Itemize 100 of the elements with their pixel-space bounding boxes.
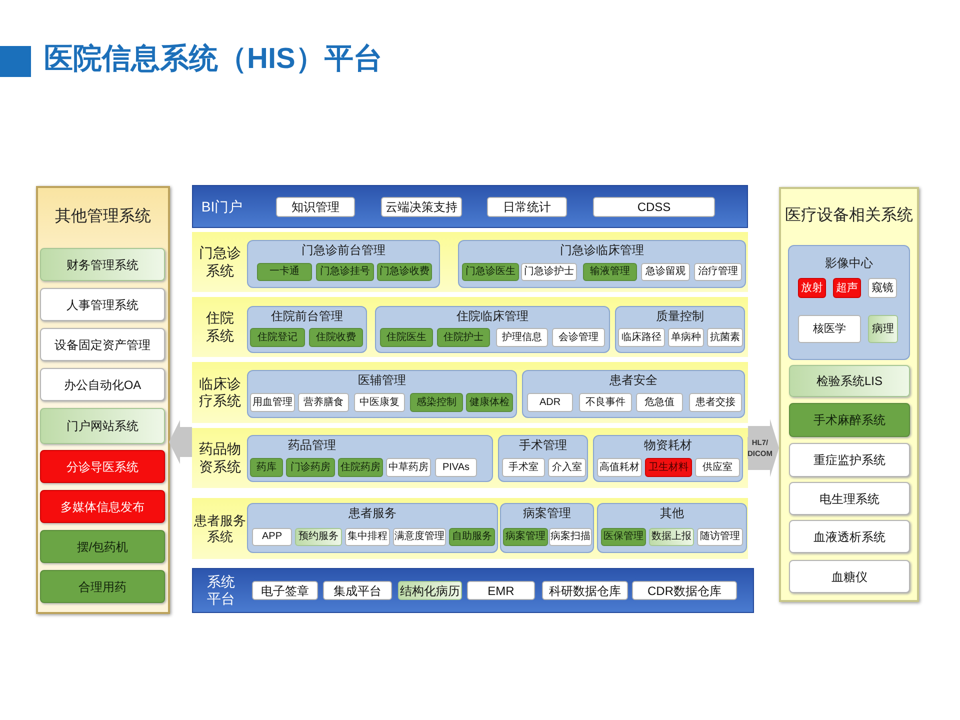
system-box: 血液透析系统 [789,520,910,553]
module-box: 核医学 [798,315,861,343]
group-title: 医辅管理 [358,373,406,388]
layer-band [192,232,748,292]
group-title: 住院前台管理 [271,309,343,324]
module-box: 一卡通 [257,263,312,281]
module-box: 门急诊医生 [462,263,519,281]
group-title: 病案管理 [523,506,571,521]
module-box: ADR [527,393,573,412]
module-box: 自助服务 [449,528,495,546]
module-box: 手术室 [502,458,545,477]
system-box: 血糖仪 [789,560,910,593]
module-box: 病案扫描 [549,528,592,546]
system-box: 办公自动化OA [40,368,165,401]
layer-label: 患者服务系统 [193,512,247,545]
group-title: 物资耗材 [644,438,692,453]
module-box: 知识管理 [276,197,355,217]
group-title: 住院临床管理 [456,309,528,324]
layer-band [192,362,748,423]
module-box: 用血管理 [250,393,295,412]
module-box: 病理 [868,315,898,343]
system-box: 人事管理系统 [40,288,165,321]
module-box: 电子签章 [252,581,318,600]
module-box: 满意度管理 [393,528,446,546]
module-box: 感染控制 [410,393,463,412]
system-box: 财务管理系统 [40,248,165,281]
system-box: 电生理系统 [789,482,910,515]
module-box: 急诊留观 [641,263,690,281]
module-box: 门急诊收费 [377,263,432,281]
side-panel [779,187,919,602]
layer-band [192,498,748,559]
module-box: 抗菌素 [707,328,743,347]
module-box: PIVAs [435,458,477,477]
module-box: 随访管理 [697,528,743,546]
system-box: 分诊导医系统 [40,450,165,483]
module-box: 治疗管理 [694,263,742,281]
module-box: EMR [467,581,535,600]
system-box: 多媒体信息发布 [40,490,165,523]
module-box: 住院护士 [437,328,490,347]
block-arrow [748,419,779,477]
layer-label: 系统平台 [206,573,236,608]
system-box: 摆/包药机 [40,530,165,563]
module-group [615,306,745,353]
system-box: 重症监护系统 [789,443,910,477]
module-box: 临床路径 [618,328,665,347]
group-title: 门急诊前台管理 [302,243,386,258]
module-box: 营养膳食 [298,393,349,412]
module-box: 护理信息 [496,328,548,347]
module-box: 住院收费 [309,328,363,347]
system-box: 手术麻醉系统 [789,403,910,437]
module-group [247,240,440,288]
group-title: 门急诊临床管理 [560,243,644,258]
system-box: 设备固定资产管理 [40,328,165,361]
block-arrow [169,420,192,464]
module-group [500,503,594,553]
module-group [247,306,367,353]
group-title: 手术管理 [519,438,567,453]
module-box: 病案管理 [503,528,548,546]
module-box: 危急值 [636,393,683,412]
module-box: 门急诊挂号 [316,263,374,281]
module-box: 集中排程 [345,528,390,546]
group-title: 患者服务 [348,506,396,521]
module-box: 供应室 [695,458,740,477]
module-box: 中草药房 [386,458,431,477]
module-box: 预约服务 [295,528,342,546]
module-group [458,240,746,288]
module-box: 集成平台 [323,581,392,600]
module-box: CDR数据仓库 [632,581,737,600]
group-title: 影像中心 [825,256,873,271]
module-box: 介入室 [548,458,586,477]
panel-heading: 其他管理系统 [55,207,151,227]
module-box: 卫生材料 [645,458,692,477]
module-group [593,435,743,482]
layer-band [192,185,748,228]
group-title: 质量控制 [656,309,704,324]
module-box: 住院医生 [380,328,433,347]
layer-band [192,428,748,488]
module-box: 放射 [798,278,826,298]
layer-band [192,297,748,357]
module-group [375,306,610,353]
module-box: 医保管理 [601,528,646,546]
module-box: 门诊药房 [286,458,335,477]
module-box: 会诊管理 [552,328,605,347]
module-box: 不良事件 [579,393,632,412]
module-box: 门急诊护士 [521,263,577,281]
layer-label: 门急诊系统 [198,244,242,280]
module-box: 数据上报 [649,528,694,546]
module-box: 输液管理 [583,263,637,281]
layer-label: 药品物资系统 [198,440,242,476]
module-box: 住院登记 [250,328,305,347]
module-box: 住院药房 [338,458,383,477]
module-box: APP [252,528,292,546]
module-group [247,435,493,482]
module-group [597,503,747,553]
module-group [498,435,588,482]
module-box: 科研数据仓库 [542,581,628,600]
panel-heading: 医疗设备相关系统 [785,206,913,226]
side-panel [36,186,170,614]
module-box: CDSS [593,197,715,217]
layer-label: 住院系统 [205,310,235,344]
